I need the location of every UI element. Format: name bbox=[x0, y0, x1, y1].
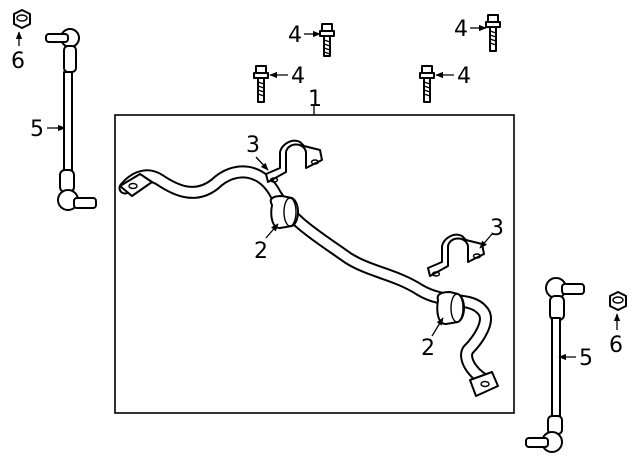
callout-3-upper: 3 bbox=[246, 133, 260, 158]
arrow-3-b bbox=[479, 233, 493, 249]
callout-4-top-center: 4 bbox=[288, 23, 302, 48]
bolt-icon bbox=[319, 23, 335, 57]
bracket-icon bbox=[427, 233, 485, 277]
callout-4-mid-center: 4 bbox=[291, 64, 305, 89]
nut-icon bbox=[609, 291, 627, 311]
callout-1: 1 bbox=[308, 87, 322, 112]
callout-4-top-right: 4 bbox=[454, 17, 468, 42]
bushing-icon bbox=[269, 195, 299, 229]
bolt-icon bbox=[419, 65, 435, 103]
callout-6-left: 6 bbox=[11, 49, 25, 74]
stabilizer-link-icon bbox=[45, 28, 97, 211]
arrow-2-a bbox=[265, 223, 279, 239]
bolt-icon bbox=[253, 65, 269, 103]
arrow-3-a bbox=[255, 156, 269, 171]
bracket-icon bbox=[265, 139, 323, 183]
callout-4-mid-right: 4 bbox=[457, 64, 471, 89]
arrow-2-b bbox=[431, 317, 444, 337]
bushing-icon bbox=[436, 291, 465, 325]
stabilizer-link-icon bbox=[525, 277, 585, 453]
callout-6-right: 6 bbox=[609, 333, 623, 358]
stabilizer-bar-icon bbox=[118, 165, 499, 397]
bolt-icon bbox=[485, 14, 501, 52]
callout-5-right: 5 bbox=[579, 346, 593, 371]
callout-3-lower: 3 bbox=[490, 216, 504, 241]
nut-icon bbox=[13, 9, 31, 29]
callout-2-lower: 2 bbox=[421, 336, 435, 361]
callout-5-left: 5 bbox=[30, 117, 44, 142]
callout-2-upper: 2 bbox=[254, 239, 268, 264]
